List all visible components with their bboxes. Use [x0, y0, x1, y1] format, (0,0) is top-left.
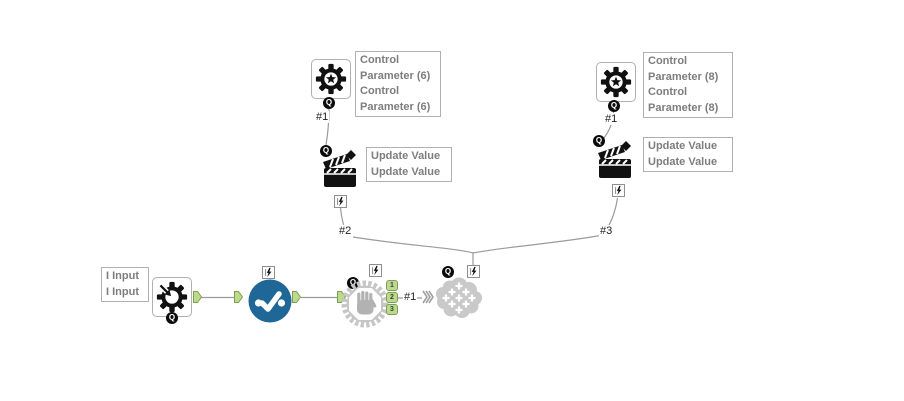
q-badge: Q: [608, 100, 620, 112]
control-parameter-left-caption: Control Parameter (6) Control Parameter …: [355, 51, 441, 117]
lightning-badge: [369, 264, 382, 277]
clapperboard-icon: [323, 150, 356, 187]
lightning-icon: [615, 185, 622, 196]
q-badge: Q: [593, 135, 605, 147]
q-badge: Q: [166, 312, 178, 324]
check-tool[interactable]: [248, 279, 292, 328]
connection-label: #1: [403, 291, 418, 303]
control-parameter-right-tool[interactable]: [596, 62, 636, 102]
caption-line: Parameter (6): [360, 100, 431, 113]
grouping-tool[interactable]: [341, 280, 389, 333]
lightning-icon: [337, 196, 344, 207]
wire-action-right-to-cluster[interactable]: [472, 234, 604, 254]
hand-gear-icon: [341, 280, 389, 328]
caption-line: Update Value: [648, 155, 718, 168]
gear-star-icon: [315, 63, 347, 95]
q-badge: Q: [347, 277, 359, 289]
caption-line: Control: [648, 55, 688, 67]
action-left-caption: Update Value Update Value: [366, 147, 452, 182]
blue-check-circle-icon: [248, 279, 292, 323]
input-anchor[interactable]: [234, 291, 243, 303]
macro-input-caption: I Input I Input: [101, 267, 149, 302]
caption-line: Control: [360, 54, 400, 66]
control-parameter-right-caption: Control Parameter (8) Control Parameter …: [643, 52, 733, 118]
connection-label: #1: [315, 111, 330, 123]
lightning-badge: [334, 195, 347, 208]
clapperboard-icon: [598, 141, 631, 178]
wire-action-right-down[interactable]: [607, 197, 619, 227]
output-anchor-1[interactable]: 1: [386, 280, 398, 291]
wire-action-left-to-cluster[interactable]: [352, 236, 474, 265]
cluster-tool[interactable]: [435, 277, 483, 324]
lightning-icon: [470, 266, 477, 277]
lightning-badge: [262, 266, 275, 279]
connection-label: #1: [604, 113, 619, 125]
caption-line: I Input: [106, 270, 139, 282]
control-parameter-left-tool[interactable]: [311, 59, 351, 99]
caption-line: Parameter (8): [648, 101, 719, 114]
q-badge: Q: [320, 145, 332, 157]
output-anchor-3[interactable]: 3: [386, 304, 398, 315]
connection-label: #2: [338, 225, 353, 237]
lightning-badge: [612, 184, 625, 197]
caption-line: Parameter (6): [360, 69, 431, 82]
lightning-icon: [372, 265, 379, 276]
caption-line: Update Value: [371, 165, 441, 178]
connection-label: #3: [599, 225, 614, 237]
caption-line: I Input: [106, 285, 139, 298]
action-left-tool[interactable]: [322, 149, 358, 196]
double-chevron-icon: [422, 290, 434, 304]
q-badge: Q: [442, 266, 454, 278]
caption-line: Control: [360, 85, 400, 97]
q-badge: Q: [323, 97, 335, 109]
caption-line: Update Value: [371, 150, 441, 162]
lightning-badge: [467, 265, 480, 278]
caption-line: Parameter (8): [648, 70, 719, 83]
caption-line: Update Value: [648, 140, 718, 152]
output-anchor[interactable]: [292, 291, 301, 303]
output-anchor-2[interactable]: 2: [386, 292, 398, 303]
gear-star-icon: [600, 66, 632, 98]
output-anchor[interactable]: [193, 291, 202, 303]
gear-arrow-icon: [156, 281, 188, 313]
action-right-caption: Update Value Update Value: [643, 137, 733, 172]
lightning-icon: [265, 267, 272, 278]
action-right-tool[interactable]: [597, 140, 633, 187]
snowflake-cloud-icon: [436, 277, 482, 318]
caption-line: Control: [648, 86, 688, 98]
macro-input-tool[interactable]: [152, 277, 192, 317]
